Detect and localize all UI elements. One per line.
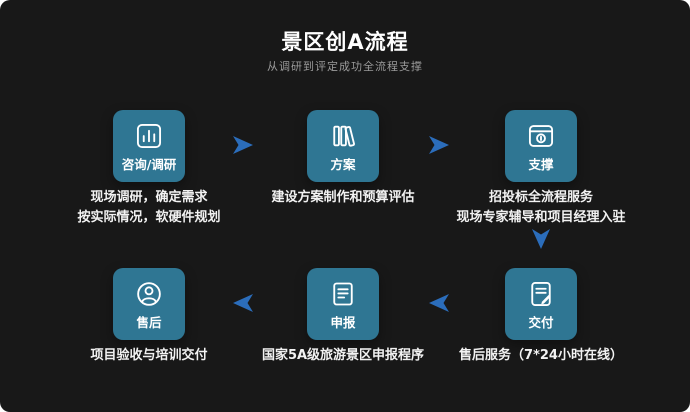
step-card-delivery: 交付 (505, 268, 577, 340)
document-icon (329, 279, 357, 309)
step-card-apply: 申报 (307, 268, 379, 340)
step-description: 招投标全流程服务 现场专家辅导和项目经理入驻 (456, 190, 626, 225)
arrow-left-icon (230, 292, 256, 314)
step-card-label: 申报 (330, 315, 356, 330)
step-description: 国家5A级旅游景区申报程序 (261, 348, 425, 363)
arrow-right-icon (426, 134, 452, 156)
page-subtitle: 从调研到评定成功全流程支撑 (267, 60, 423, 73)
step-description: 建设方案制作和预算评估 (271, 190, 415, 205)
step-description: 现场调研，确定需求 按实际情况，软硬件规划 (77, 190, 221, 225)
step-card-plan: 方案 (307, 110, 379, 182)
document-edit-icon (527, 279, 555, 309)
step-card-support: 支撑 (505, 110, 577, 182)
step-card-label: 咨询/调研 (121, 157, 177, 172)
support-agent-icon (135, 279, 163, 309)
step-card-label: 交付 (528, 315, 554, 330)
step-card-label: 售后 (136, 315, 162, 330)
step-card-aftersales: 售后 (113, 268, 185, 340)
books-icon (329, 121, 357, 151)
arrow-right-icon (230, 134, 256, 156)
step-description: 项目验收与培训交付 (90, 348, 208, 363)
step-description: 售后服务（7*24小时在线） (459, 348, 623, 363)
browser-icon (527, 121, 555, 151)
step-card-label: 方案 (330, 157, 356, 172)
step-card-consult: 咨询/调研 (113, 110, 185, 182)
arrow-left-icon (426, 292, 452, 314)
bar-chart-icon (135, 121, 163, 151)
arrow-down-icon (530, 226, 552, 252)
step-card-label: 支撑 (528, 157, 554, 172)
page-title: 景区创A流程 (281, 30, 409, 54)
